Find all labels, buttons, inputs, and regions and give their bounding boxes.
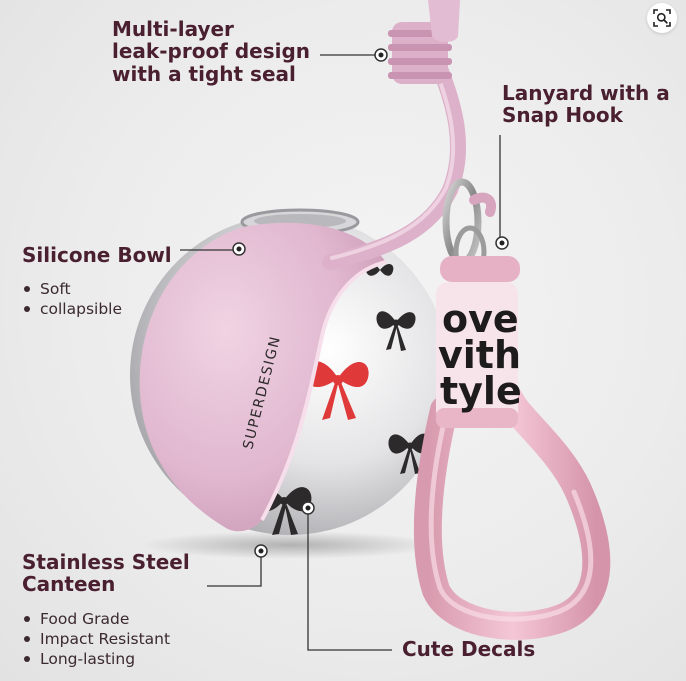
callout-leak-proof-line: leak-proof design bbox=[112, 39, 311, 64]
list-item: Soft bbox=[22, 279, 122, 299]
callout-markers bbox=[232, 48, 509, 558]
callout-canteen: Stainless Steel Canteen bbox=[22, 551, 190, 596]
feature-label: Food Grade bbox=[40, 610, 130, 628]
feature-label: Impact Resistant bbox=[40, 630, 171, 648]
lanyard-strap bbox=[413, 256, 611, 640]
silicone-bowl bbox=[139, 222, 386, 532]
callout-leak-proof-line: Multi-layer bbox=[112, 17, 234, 41]
bow-decal-dark bbox=[388, 433, 431, 474]
zoom-lens-icon bbox=[653, 9, 671, 27]
bullet-icon bbox=[24, 655, 30, 662]
callout-lanyard: Lanyard with a Snap Hook bbox=[502, 82, 670, 127]
callout-canteen-line: Stainless Steel bbox=[22, 550, 190, 574]
silicone-feature-list: Soft collapsible bbox=[22, 279, 122, 319]
callout-decals: Cute Decals bbox=[402, 637, 536, 661]
list-item: Impact Resistant bbox=[22, 629, 170, 649]
strap-label-band: ove vith tyle bbox=[436, 282, 522, 428]
feature-label: collapsible bbox=[40, 300, 123, 318]
callout-lanyard-line: Lanyard with a bbox=[502, 81, 670, 105]
callout-silicone-bowl: Silicone Bowl bbox=[22, 243, 172, 267]
callout-leak-proof: Multi-layer leak-proof design with a tig… bbox=[112, 17, 311, 86]
bullet-icon bbox=[24, 635, 30, 642]
list-item: Food Grade bbox=[22, 609, 170, 629]
callout-leak-proof-line: with a tight seal bbox=[112, 61, 296, 86]
feature-label: Long-lasting bbox=[40, 650, 136, 668]
zoom-lens-button[interactable] bbox=[647, 3, 677, 33]
callout-lanyard-line: Snap Hook bbox=[502, 103, 623, 128]
canteen-feature-list: Food Grade Impact Resistant Long-lasting bbox=[22, 609, 170, 669]
strap-text-line: ove bbox=[442, 297, 519, 341]
callout-line-canteen bbox=[207, 551, 262, 587]
bullet-icon bbox=[24, 615, 30, 622]
callout-line-decals bbox=[307, 508, 392, 651]
strap-text-line: vith bbox=[438, 333, 521, 377]
silicone-cap bbox=[388, 0, 460, 84]
bullet-icon bbox=[24, 305, 30, 312]
list-item: collapsible bbox=[22, 299, 122, 319]
bow-decal-dark bbox=[376, 311, 416, 351]
bullet-icon bbox=[24, 285, 30, 292]
feature-label: Soft bbox=[40, 280, 71, 298]
strap-text-line: tyle bbox=[440, 369, 522, 413]
lid-tether-highlight bbox=[330, 58, 456, 260]
list-item: Long-lasting bbox=[22, 649, 170, 669]
silicone-bowl-rim bbox=[260, 260, 387, 521]
callout-canteen-line: Canteen bbox=[22, 572, 116, 597]
ground-shadow bbox=[140, 531, 440, 559]
